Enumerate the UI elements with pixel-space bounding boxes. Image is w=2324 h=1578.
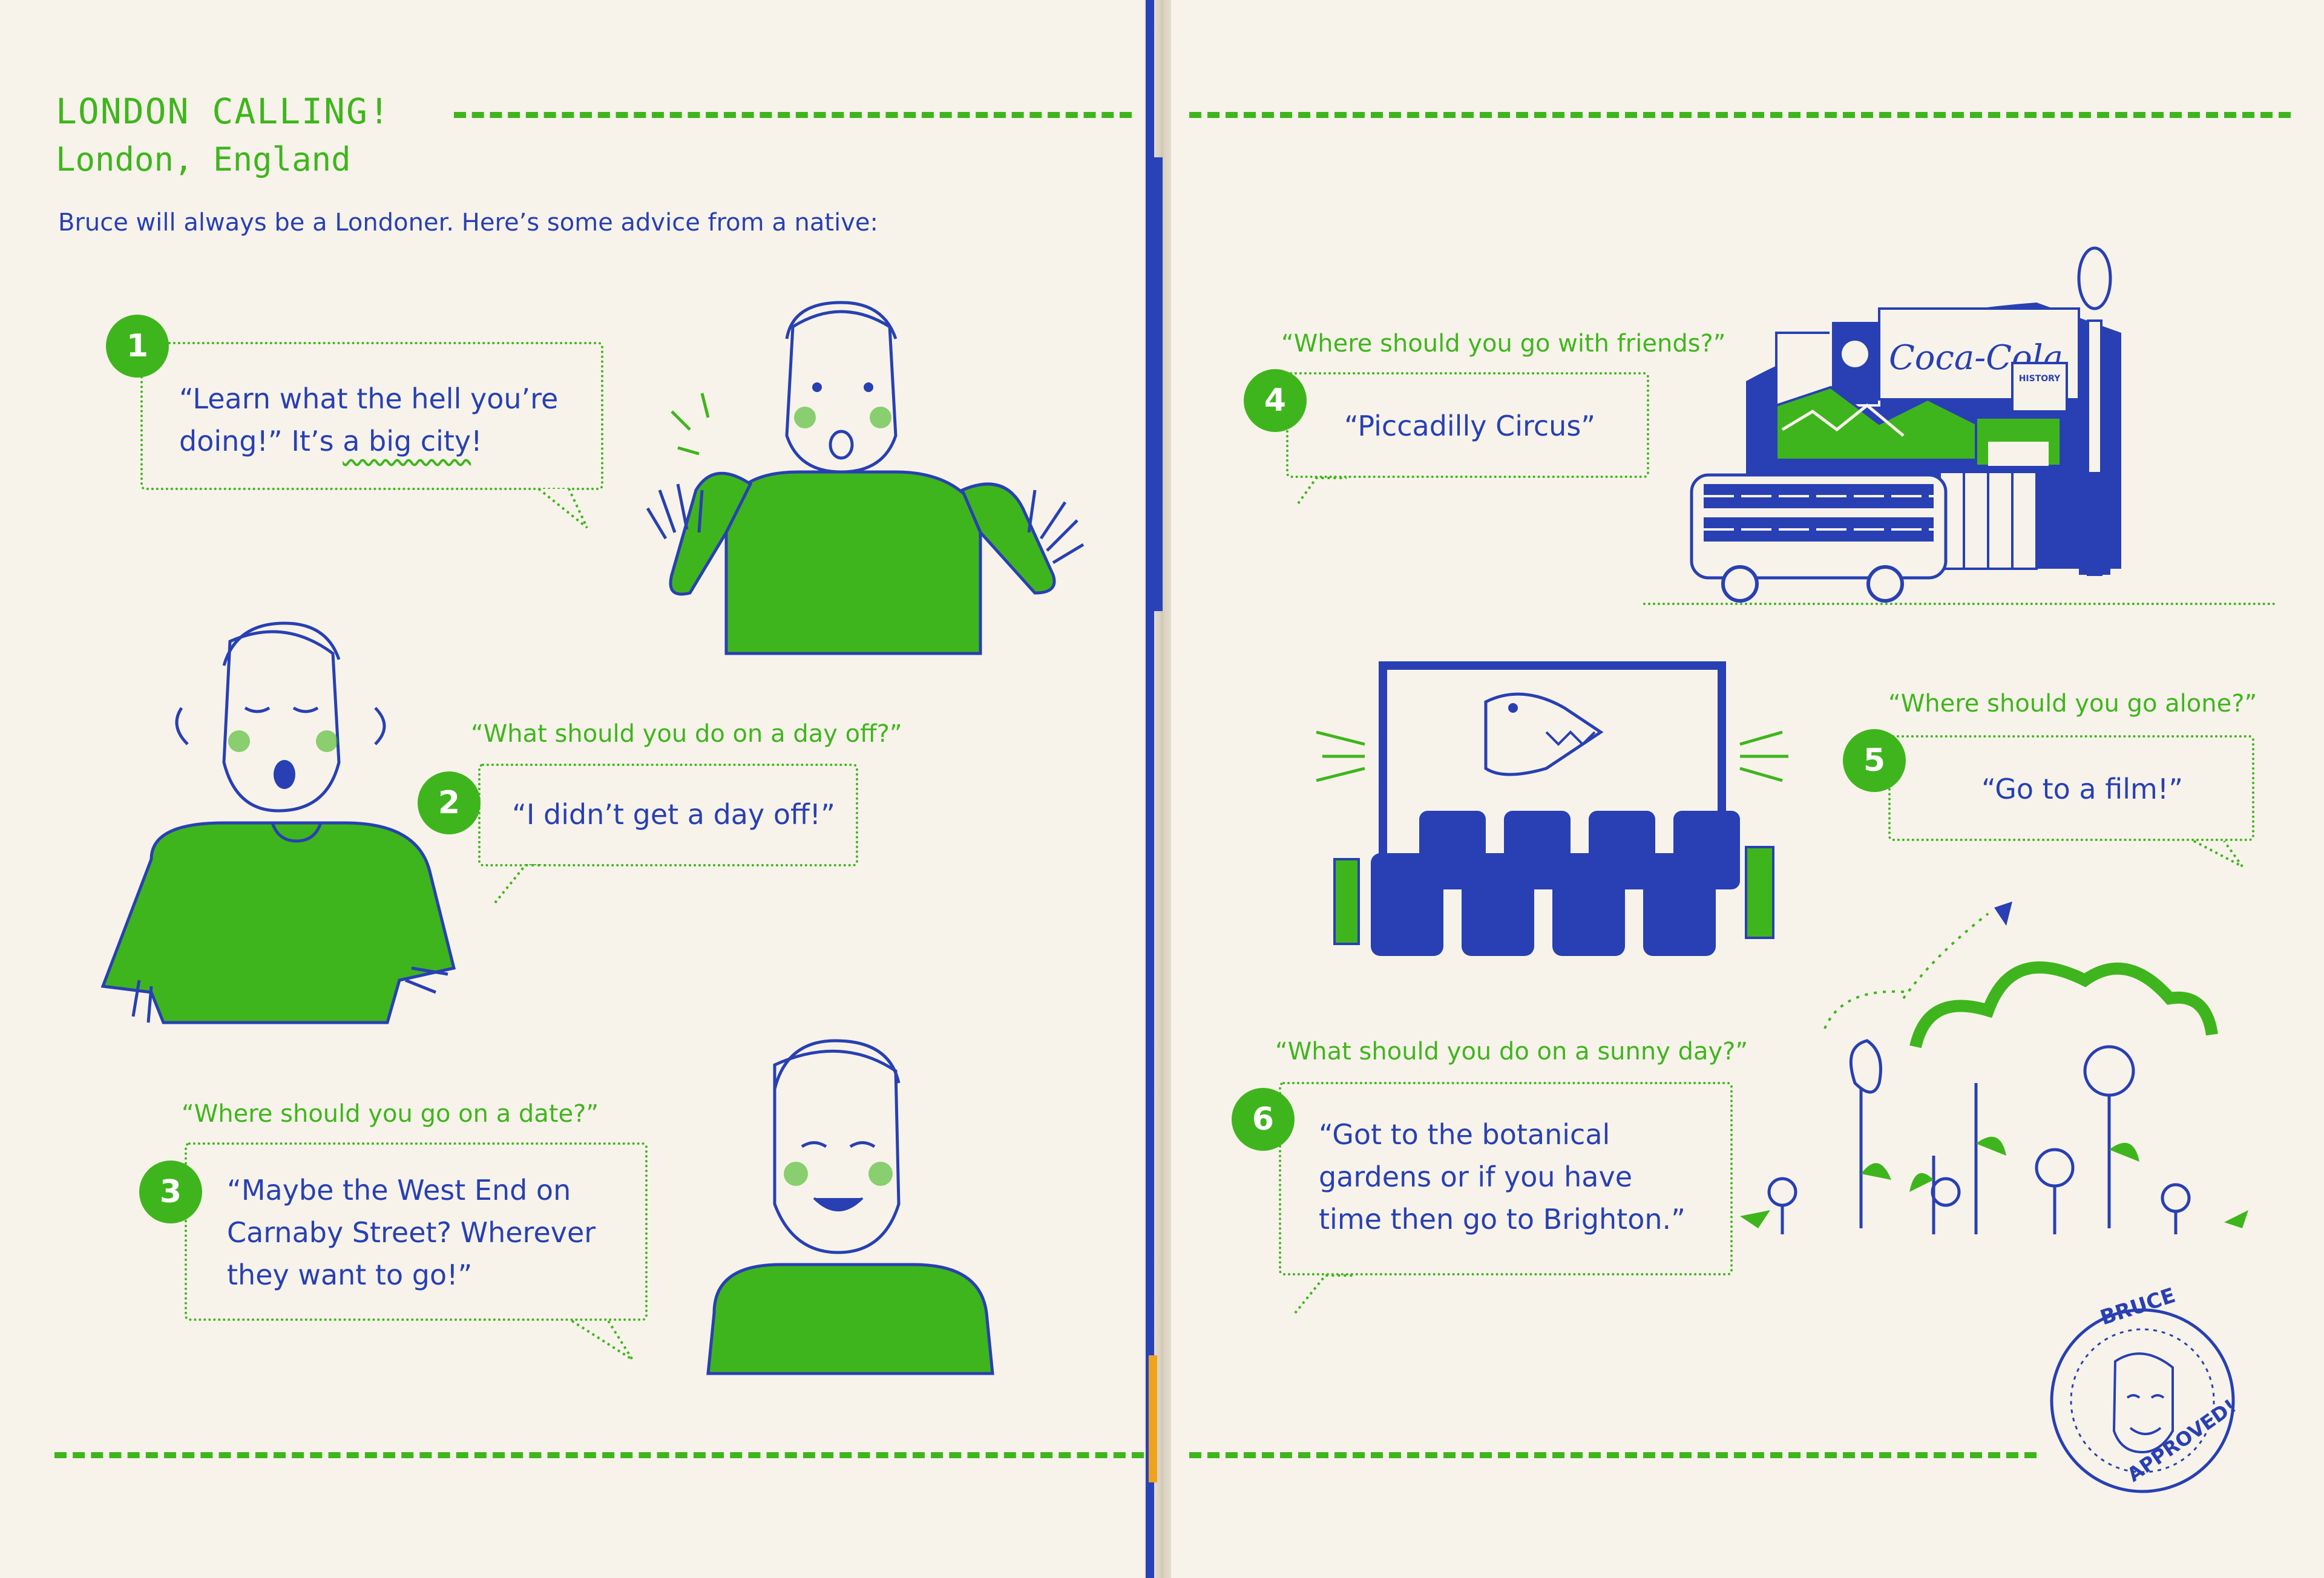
right-page: “Where should you go with friends?” “Pic… [1171, 0, 2324, 1578]
tip-5-bubble: “Go to a film!” [1888, 735, 2254, 841]
tip-2-question: “What should you do on a day off?” [471, 720, 902, 748]
tip-4-bubble-tail [1297, 477, 1347, 505]
tip-5-bubble-tail [2193, 840, 2244, 868]
tip-3-bubble: “Maybe the West End on Carnaby Street? W… [185, 1142, 648, 1321]
shrugging-man-illustration [646, 301, 1085, 655]
tip-5-number: 5 [1843, 729, 1906, 792]
tip-1-number: 1 [106, 315, 169, 378]
tip-1-answer: “Learn what the hell you’re doing!” It’s… [179, 382, 559, 457]
tip-2-number: 2 [418, 771, 481, 834]
tip-2-bubble: “I didn’t get a day off!” [478, 764, 858, 866]
tip-6-question: “What should you do on a sunny day?” [1275, 1038, 1748, 1066]
tip-2-answer: “I didn’t get a day off!” [512, 798, 835, 831]
tired-man-illustration [100, 621, 456, 1024]
botanical-garden-illustration [1740, 902, 2248, 1234]
piccadilly-circus-illustration: Coca-Cola HISTORY [1690, 246, 2121, 603]
stamp-top-text: BRUCE [2097, 1283, 2178, 1331]
tip-6-bubble: “Got to the botanical gardens or if you … [1279, 1082, 1733, 1275]
history-shop-sign: HISTORY [2019, 374, 2061, 384]
tip-5-answer: “Go to a film!” [1981, 773, 2184, 805]
tip-6-answer: “Got to the botanical gardens or if you … [1319, 1118, 1686, 1236]
tip-1-bubble: “Learn what the hell you’re doing!” It’s… [140, 342, 603, 490]
spine-orange-strip [1149, 1355, 1157, 1482]
spine-strip-2 [1153, 157, 1163, 611]
page-title: LONDON CALLING! [56, 91, 391, 132]
bottom-divider-left [54, 1452, 1144, 1458]
tip-3-answer: “Maybe the West End on Carnaby Street? W… [227, 1174, 596, 1291]
bruce-approved-stamp: BRUCE APPROVED! [2050, 1283, 2240, 1493]
tip-3-number: 3 [139, 1161, 202, 1223]
tip-1-bubble-tail [537, 488, 588, 529]
tip-3-question: “Where should you go on a date?” [182, 1100, 599, 1128]
tip-6-bubble-tail [1294, 1274, 1356, 1314]
bottom-divider-right [1189, 1452, 2037, 1458]
tip-5-question: “Where should you go alone?” [1888, 690, 2257, 718]
title-divider [454, 112, 1132, 118]
tip-4-answer: “Piccadilly Circus” [1344, 410, 1596, 442]
street-line [1643, 603, 2276, 605]
tip-6-number: 6 [1232, 1088, 1295, 1151]
page-subtitle: London, England [56, 140, 351, 178]
tip-1-highlight: a big city [343, 425, 471, 457]
cinema-illustration [1316, 661, 1788, 956]
spine-strip [1146, 0, 1154, 1578]
intro-text: Bruce will always be a Londoner. Here’s … [58, 209, 878, 237]
tip-2-bubble-tail [494, 864, 550, 904]
left-page: LONDON CALLING! London, England Bruce wi… [0, 0, 1153, 1578]
tip-3-bubble-tail [571, 1320, 634, 1361]
smiling-man-illustration [706, 1039, 994, 1375]
tip-4-question: “Where should you go with friends?” [1281, 330, 1726, 358]
tip-4-number: 4 [1244, 369, 1307, 432]
tip-4-bubble: “Piccadilly Circus” [1286, 372, 1649, 478]
top-divider-right [1189, 112, 2291, 118]
